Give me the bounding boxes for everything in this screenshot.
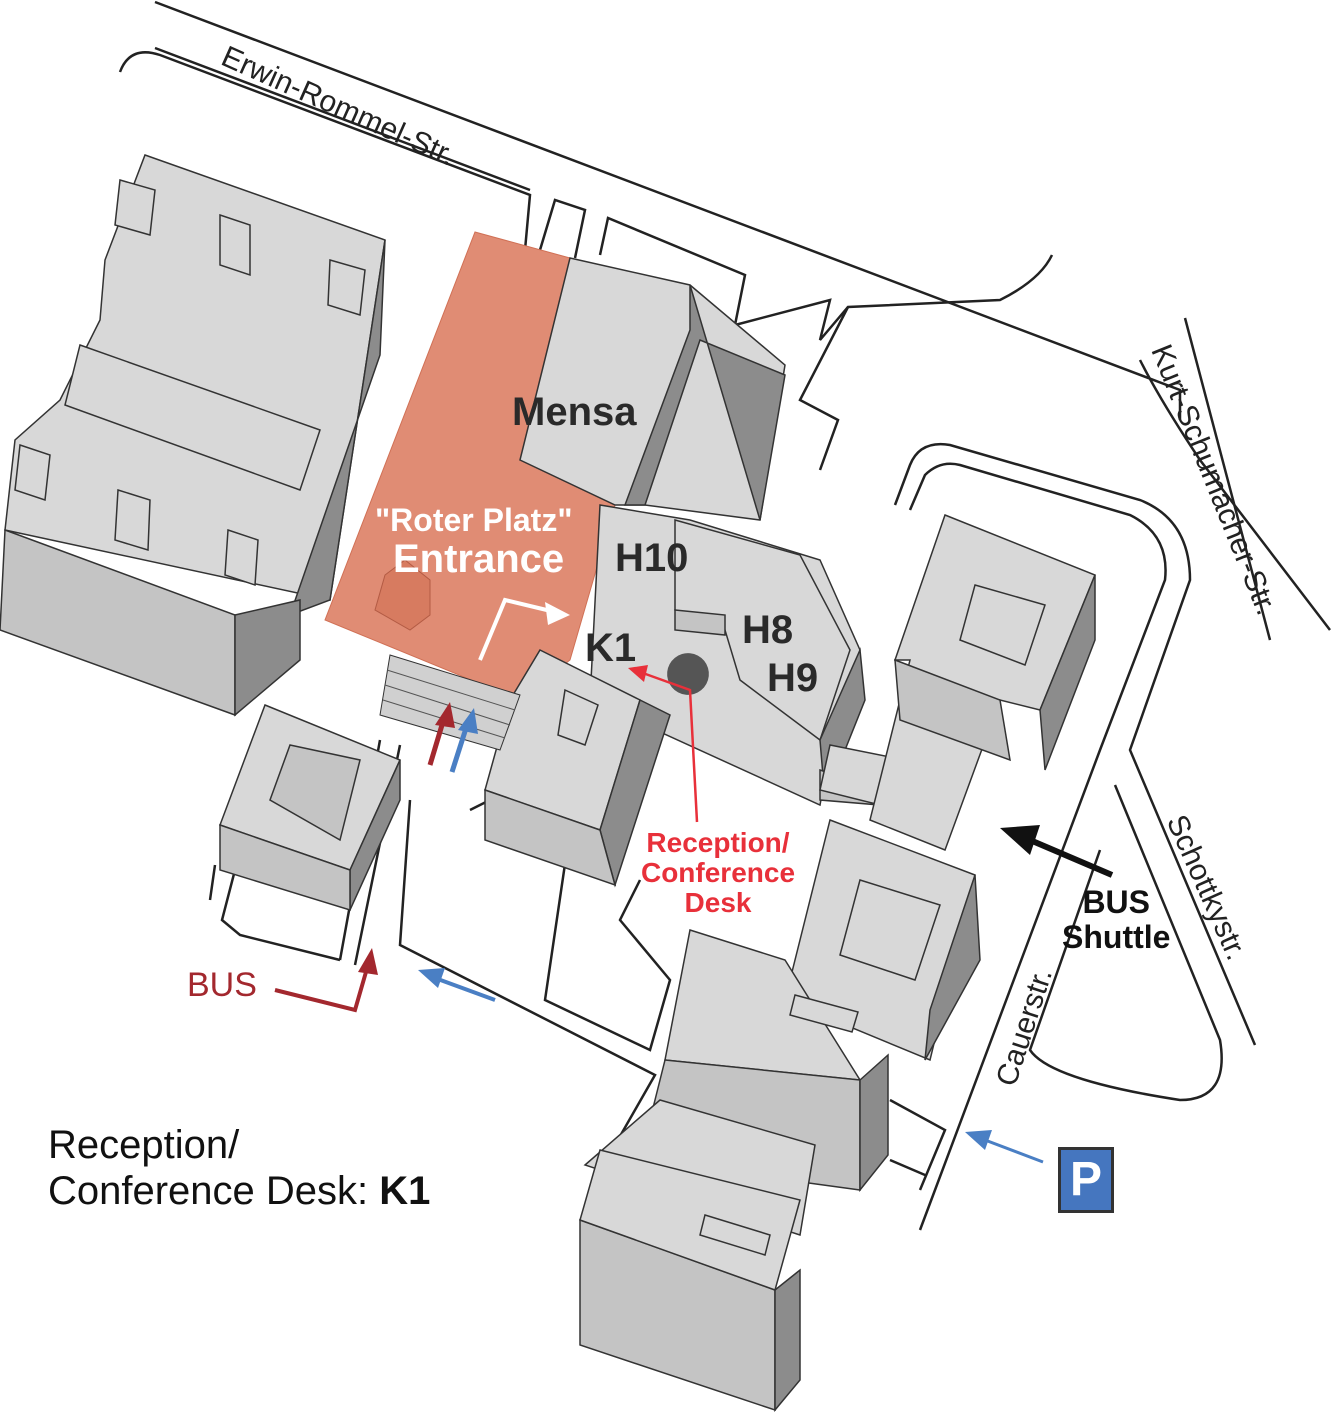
building-h-complex [589,504,896,807]
building-southwest [219,704,402,912]
parking-arrow [984,1138,1044,1164]
building-mensa [519,257,786,521]
label-k1: K1 [585,626,637,670]
bus-arrow [274,964,370,1013]
bus-shuttle-line2: Shuttle [1062,919,1171,955]
building-west [0,154,386,717]
label-h8: H8 [742,608,794,652]
parking-sign-icon: P [1058,1147,1114,1213]
legend-line2: Conference Desk: K1 [48,1168,430,1214]
entrance-title: "Roter Platz" [375,502,573,538]
legend: Reception/ Conference Desk: K1 [48,1122,430,1214]
legend-prefix: Conference Desk: [48,1169,380,1213]
label-h10: H10 [615,536,689,580]
label-mensa: Mensa [512,390,637,434]
shuttle-arrow [1028,837,1114,878]
arrows [274,597,1114,1164]
building-k1 [484,649,671,888]
reception-line1: Reception/ [646,827,790,858]
bus-shuttle-line1: BUS [1082,884,1150,920]
reception-callout: Reception/ Conference Desk [636,828,800,918]
bus-label: BUS [187,966,257,1004]
entrance-arrow [478,597,556,661]
entrance-label: Entrance [393,537,565,581]
reception-line3: Desk [684,887,752,918]
reception-line2: Conference [640,857,796,888]
blue-arrow-west [434,976,496,1002]
label-h9: H9 [767,656,819,700]
legend-building: K1 [379,1169,431,1213]
legend-line1: Reception/ [48,1123,240,1167]
bus-shuttle-label: BUS Shuttle [1062,885,1170,955]
building-east [784,514,1096,1062]
reception-arrow [639,670,699,823]
building-south [579,929,889,1413]
